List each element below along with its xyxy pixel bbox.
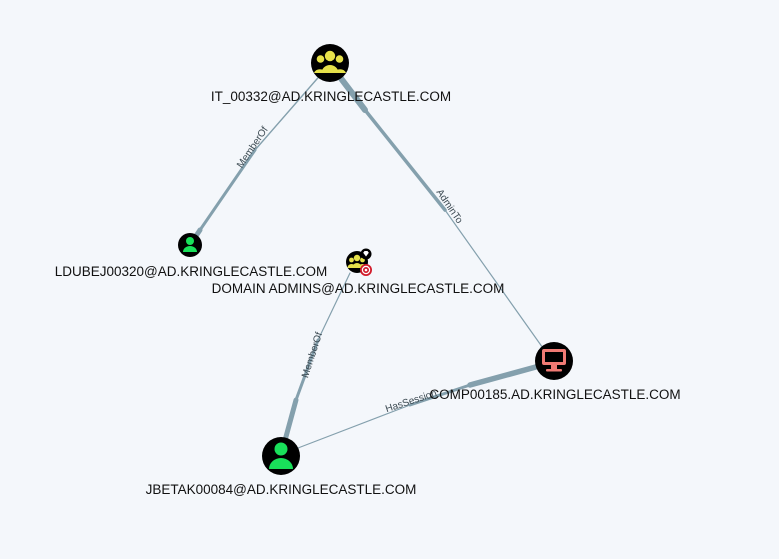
gem-icon xyxy=(360,248,372,260)
user-icon xyxy=(269,442,293,469)
target-icon xyxy=(360,264,372,276)
node-ldubej-user[interactable]: LDUBEJ00320@AD.KRINGLECASTLE.COM xyxy=(55,233,328,279)
node-label-jbetak: JBETAK00084@AD.KRINGLECASTLE.COM xyxy=(146,482,417,497)
node-it-group[interactable]: IT_00332@AD.KRINGLECASTLE.COM xyxy=(211,44,451,104)
node-domain-admins-group[interactable]: DOMAIN ADMINS@AD.KRINGLECASTLE.COM xyxy=(212,248,505,297)
edge-memberof-jbetak-domainadmins[interactable]: MemberOf xyxy=(278,272,351,458)
node-label-domain-admins: DOMAIN ADMINS@AD.KRINGLECASTLE.COM xyxy=(212,281,505,296)
node-label-it-group: IT_00332@AD.KRINGLECASTLE.COM xyxy=(211,89,451,104)
edge-adminto-it-comp[interactable]: AdminTo xyxy=(327,61,551,359)
node-comp-computer[interactable]: COMP00185.AD.KRINGLECASTLE.COM xyxy=(429,342,681,402)
node-label-comp: COMP00185.AD.KRINGLECASTLE.COM xyxy=(429,387,680,402)
group-icon xyxy=(314,50,346,73)
edge-label-memberof-2: MemberOf xyxy=(300,331,325,380)
user-icon xyxy=(183,237,197,252)
edge-label-memberof-1: MemberOf xyxy=(235,125,271,170)
node-jbetak-user[interactable]: JBETAK00084@AD.KRINGLECASTLE.COM xyxy=(146,437,417,497)
edge-label-adminto: AdminTo xyxy=(434,187,465,226)
edge-hassession-comp-jbetak[interactable]: HasSession xyxy=(297,359,557,449)
computer-icon xyxy=(542,349,566,372)
node-label-ldubej: LDUBEJ00320@AD.KRINGLECASTLE.COM xyxy=(55,264,328,279)
